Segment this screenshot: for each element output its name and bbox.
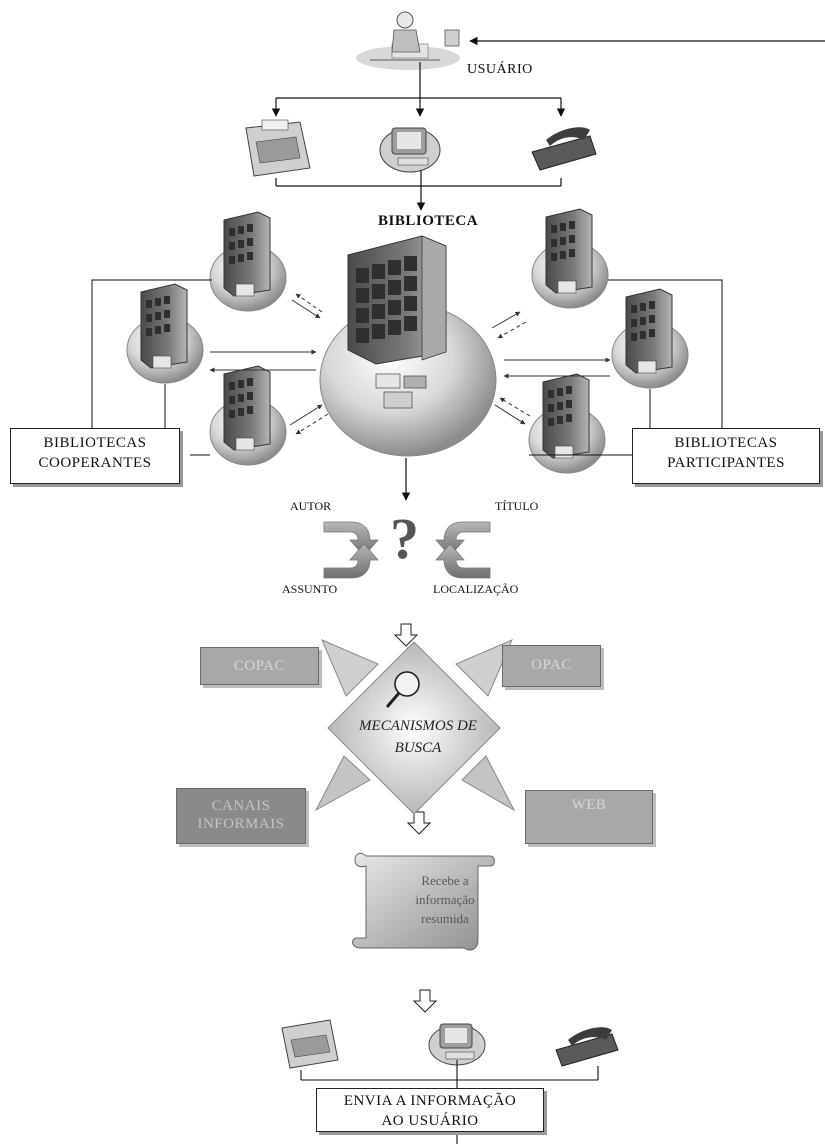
informal-line2: INFORMAIS: [197, 816, 285, 832]
copac-box: COPAC: [200, 647, 319, 685]
cooperating-line2: COOPERANTES: [38, 455, 152, 471]
cooperating-library-3: [209, 365, 287, 466]
participating-library-1: [531, 208, 609, 309]
search-mechanisms-text: MECANISMOS DE BUSCA: [333, 715, 503, 759]
cooperating-library-2: [126, 283, 204, 384]
telephone-icon: [531, 127, 597, 171]
flow-down-arrow-2: [406, 811, 432, 835]
fax-icon-bottom: [281, 1019, 339, 1069]
opac-box: OPAC: [502, 645, 601, 687]
fax-icon: [245, 119, 311, 177]
informal-line1: CANAIS: [211, 798, 271, 814]
participating-libraries-box: BIBLIOTECAS PARTICIPANTES: [632, 428, 820, 484]
flow-down-arrow-1: [393, 623, 419, 647]
location-label: LOCALIZAÇÃO: [433, 582, 519, 596]
user-label: USUÁRIO: [467, 62, 533, 77]
send-info-box: ENVIA A INFORMAÇÃO AO USUÁRIO: [316, 1088, 544, 1132]
question-mark: ?: [390, 506, 419, 571]
cooperating-libraries-box: BIBLIOTECAS COOPERANTES: [10, 428, 180, 484]
computer-icon: [379, 127, 441, 173]
send-line2: AO USUÁRIO: [381, 1113, 479, 1129]
scroll-line3: resumida: [421, 911, 469, 926]
title-label: TÍTULO: [495, 499, 539, 513]
library-group-brackets: [91, 279, 723, 456]
user-at-desk-icon: [356, 11, 460, 70]
cooperating-line1: BIBLIOTECAS: [43, 435, 147, 451]
participating-line2: PARTICIPANTES: [667, 455, 785, 471]
scroll-icon: [352, 852, 495, 951]
computer-icon-bottom: [428, 1023, 486, 1066]
author-label: AUTOR: [290, 499, 332, 513]
exchange-arrows: [209, 293, 611, 435]
flow-down-arrow-3: [412, 989, 438, 1013]
library-building-icon: [319, 235, 497, 457]
subject-label: ASSUNTO: [282, 582, 338, 596]
device-merge-lines: [275, 170, 562, 211]
magnifier-icon: [385, 671, 420, 708]
bottom-merge-lines: [300, 1060, 599, 1144]
user-branch-lines: [271, 62, 566, 117]
mechanisms-line1: MECANISMOS DE: [359, 718, 477, 734]
participating-library-3: [528, 373, 606, 474]
scroll-line1: Recebe a: [421, 873, 469, 888]
mechanisms-line2: BUSCA: [394, 740, 442, 756]
telephone-icon-bottom: [555, 1027, 619, 1067]
search-term-arrows: [323, 521, 491, 579]
search-mechanisms-shape: [314, 639, 516, 815]
cooperating-library-1: [209, 211, 287, 312]
send-line1: ENVIA A INFORMAÇÃO: [343, 1093, 517, 1109]
library-label: BIBLIOTECA: [378, 213, 479, 229]
participating-line1: BIBLIOTECAS: [674, 435, 778, 451]
web-box: WEB: [525, 790, 653, 844]
scroll-line2: informação: [415, 892, 475, 907]
participating-library-2: [611, 288, 689, 389]
summary-scroll-text: Recebe a informação resumida: [395, 871, 495, 928]
informal-channels-box: CANAIS INFORMAIS: [176, 788, 306, 844]
